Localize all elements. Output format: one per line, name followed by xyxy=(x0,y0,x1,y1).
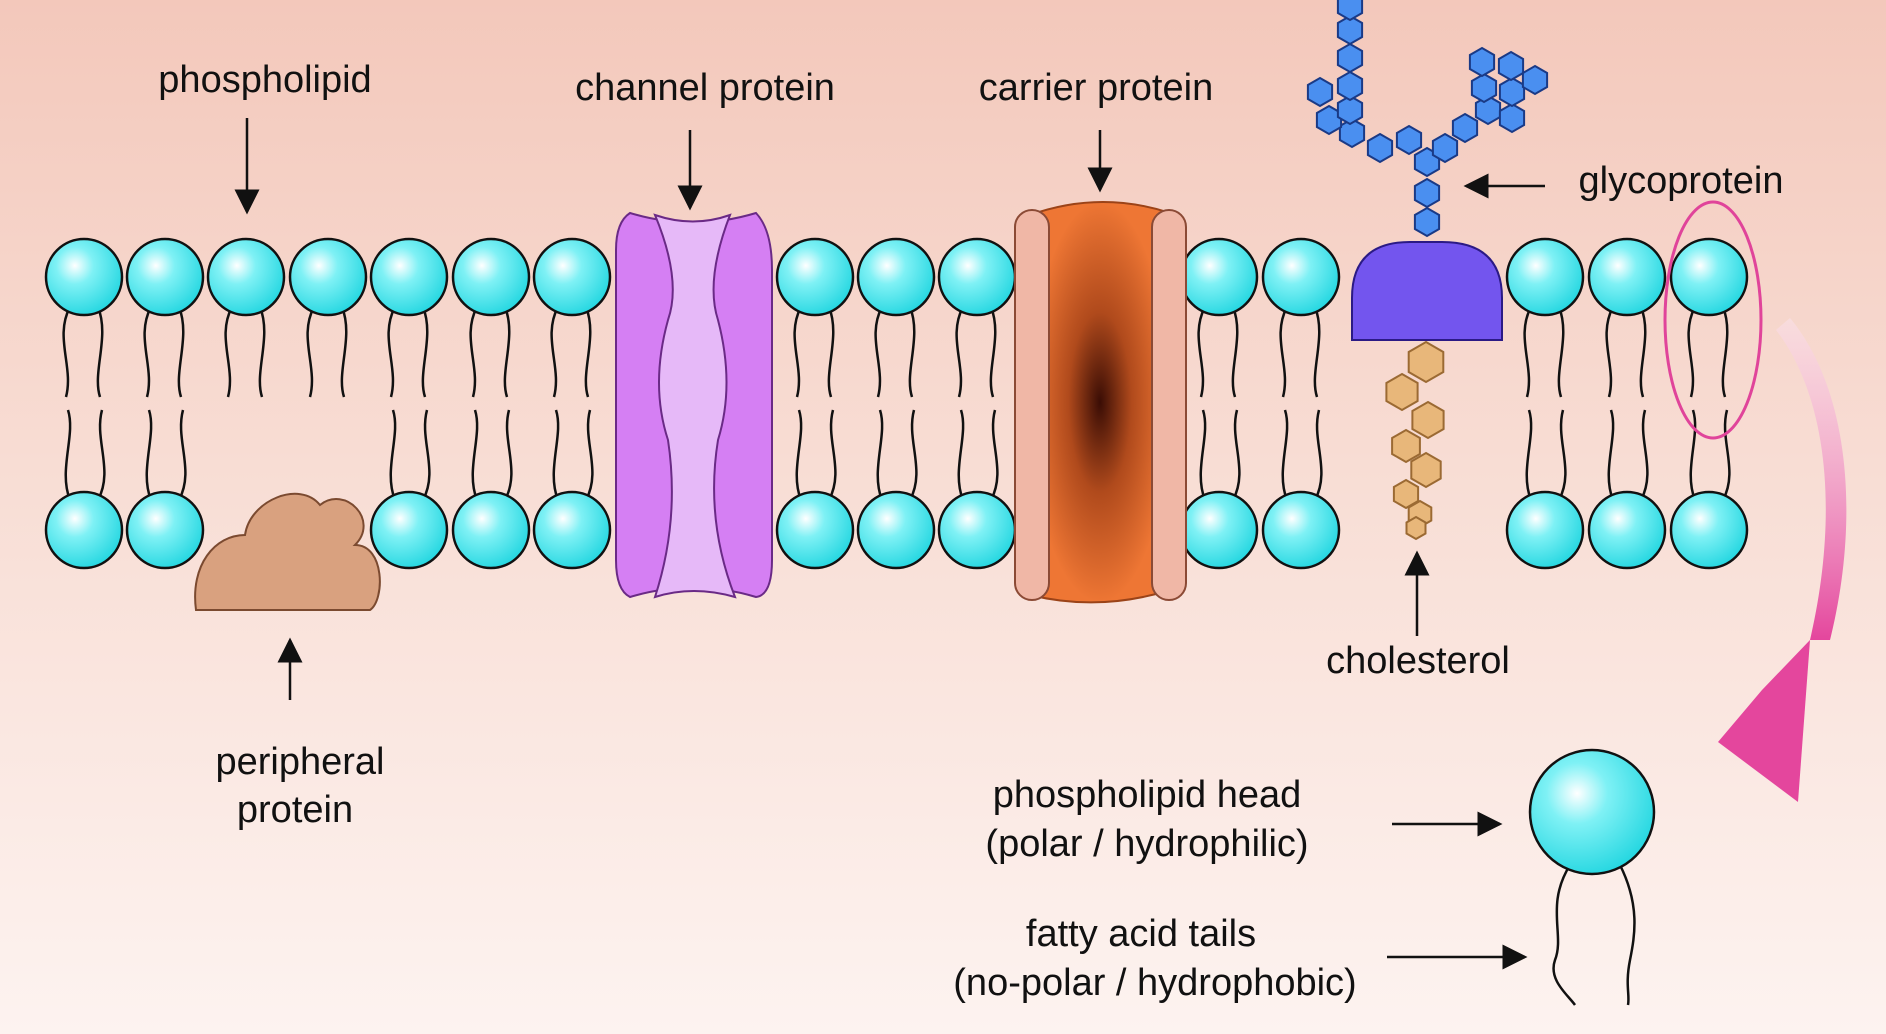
phospholipid-bottom xyxy=(369,409,449,570)
sugar-unit xyxy=(1431,132,1459,164)
highlight-ellipse xyxy=(1663,200,1763,440)
phospholipid-bottom xyxy=(44,409,124,570)
phospholipid-bilayer xyxy=(44,237,1749,570)
cholesterol-ring xyxy=(1405,515,1427,541)
phospholipid-top xyxy=(206,237,286,398)
cholesterol-ring xyxy=(1410,451,1442,489)
label-carrier-protein: carrier protein xyxy=(979,67,1213,109)
single-phospholipid xyxy=(1528,748,1656,1006)
phospholipid-top xyxy=(44,237,124,398)
label-peripheral-line1: peripheral xyxy=(216,741,385,783)
sugar-unit xyxy=(1366,132,1394,164)
sugar-unit xyxy=(1413,206,1441,238)
label-head-line2: (polar / hydrophilic) xyxy=(985,823,1308,865)
sugar-unit xyxy=(1498,102,1526,134)
phospholipid-bottom xyxy=(1505,409,1585,570)
phospholipid-top xyxy=(856,237,936,398)
sugar-unit xyxy=(1474,94,1502,126)
phospholipid-bottom xyxy=(1669,409,1749,570)
cholesterol-ring xyxy=(1385,372,1419,412)
phospholipid-top xyxy=(1505,237,1585,398)
sugar-unit xyxy=(1336,14,1364,46)
sugar-unit xyxy=(1336,70,1364,102)
phospholipid-top xyxy=(369,237,449,398)
phospholipid-bottom xyxy=(532,409,612,570)
sugar-unit xyxy=(1497,50,1525,82)
cholesterol-ring xyxy=(1411,400,1445,440)
phospholipid-bottom xyxy=(451,409,531,570)
label-cholesterol: cholesterol xyxy=(1326,640,1510,682)
label-head-line1: phospholipid head xyxy=(993,774,1302,816)
phospholipid-top xyxy=(1669,237,1749,398)
phospholipid-top xyxy=(1179,237,1259,398)
sugar-unit xyxy=(1336,0,1364,22)
phospholipid-top xyxy=(1587,237,1667,398)
label-phospholipid: phospholipid xyxy=(158,59,371,101)
glycoprotein-sugar-chain xyxy=(1306,0,1549,238)
label-tails-line2: (no-polar / hydrophobic) xyxy=(953,962,1356,1004)
phospholipid-top xyxy=(775,237,855,398)
phospholipid-top xyxy=(451,237,531,398)
sugar-unit xyxy=(1306,76,1334,108)
sugar-unit xyxy=(1336,94,1364,126)
channel-protein xyxy=(615,211,773,599)
sugar-unit xyxy=(1521,64,1549,96)
cholesterol-ring xyxy=(1407,340,1445,384)
label-channel-protein: channel protein xyxy=(575,67,835,109)
cholesterol-ring xyxy=(1392,478,1420,510)
sugar-unit xyxy=(1336,42,1364,74)
phospholipid-top xyxy=(937,237,1017,398)
pointer-arrows xyxy=(234,118,1545,970)
phospholipid-top xyxy=(1261,237,1341,398)
phospholipid-bottom xyxy=(1179,409,1259,570)
sugar-unit xyxy=(1498,76,1526,108)
phospholipid-bottom xyxy=(775,409,855,570)
phospholipid-top xyxy=(125,237,205,398)
peripheral-protein-shape xyxy=(194,492,381,611)
cholesterol-ring xyxy=(1391,428,1421,464)
phospholipid-bottom xyxy=(1261,409,1341,570)
label-tails-line1: fatty acid tails xyxy=(1026,913,1256,955)
phospholipid-top xyxy=(532,237,612,398)
phospholipid-bottom xyxy=(937,409,1017,570)
phospholipid-bottom xyxy=(125,409,205,570)
phospholipid-bottom xyxy=(856,409,936,570)
sugar-unit xyxy=(1413,177,1441,209)
sugar-unit xyxy=(1468,46,1496,78)
curved-pink-arrow xyxy=(1776,318,1847,640)
glycoprotein-base xyxy=(1351,241,1503,341)
carrier-protein xyxy=(1014,200,1187,604)
pink-arrow-head xyxy=(1718,640,1810,802)
phospholipid-top xyxy=(288,237,368,398)
label-peripheral-line2: protein xyxy=(237,789,353,831)
cholesterol-molecule xyxy=(1385,340,1445,541)
phospholipid-bottom xyxy=(1587,409,1667,570)
label-glycoprotein: glycoprotein xyxy=(1579,160,1784,202)
sugar-unit xyxy=(1470,72,1498,104)
sugar-unit xyxy=(1395,124,1423,156)
sugar-unit xyxy=(1451,112,1479,144)
